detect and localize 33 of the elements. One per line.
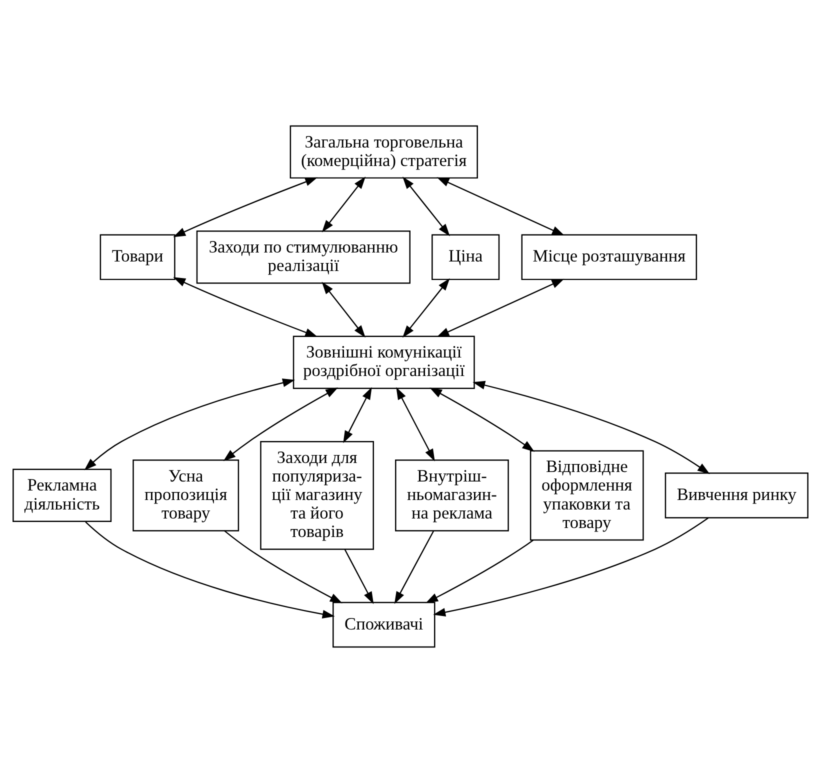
- arrow: [430, 387, 535, 452]
- arrow: [173, 176, 318, 237]
- arrow: [84, 378, 296, 470]
- arrow: [436, 278, 564, 337]
- arrow: [322, 176, 366, 232]
- arrow: [472, 380, 710, 474]
- arrow: [402, 176, 450, 236]
- arrow: [394, 530, 434, 604]
- node-box: Вивчення ринку: [664, 472, 808, 518]
- arrow: [433, 516, 709, 616]
- arrow: [85, 520, 335, 618]
- node-box: Зовнішні комунікації роздрібної організації: [292, 335, 475, 388]
- node-box: Заходи для популяриза- ції магазину та його товарів: [260, 440, 374, 550]
- node-box: Рекламна діяльність: [12, 468, 112, 522]
- node-box: Відповідне оформлення упаковки та товару: [530, 450, 644, 540]
- arrow: [396, 386, 435, 461]
- arrow: [436, 176, 564, 236]
- arrow: [173, 276, 318, 336]
- node-box: Усна пропозиція товару: [132, 459, 240, 531]
- arrow: [224, 530, 342, 603]
- node-box: Товари: [100, 234, 176, 280]
- arrow: [322, 281, 366, 338]
- node-box: Внутріш- ньомагазин- на реклама: [395, 459, 509, 531]
- node-box: Споживачі: [332, 601, 436, 648]
- arrow: [343, 386, 372, 443]
- arrow: [223, 387, 338, 461]
- arrow: [402, 278, 450, 338]
- arrow: [426, 539, 534, 603]
- node-box: Ціна: [432, 234, 500, 280]
- node-box: Загальна торговельна (комерційна) стратегія: [290, 124, 478, 178]
- arrow: [344, 548, 374, 604]
- node-box: Заходи по стимулюванню реалізації: [196, 230, 410, 284]
- node-box: Місце розташування: [521, 234, 698, 280]
